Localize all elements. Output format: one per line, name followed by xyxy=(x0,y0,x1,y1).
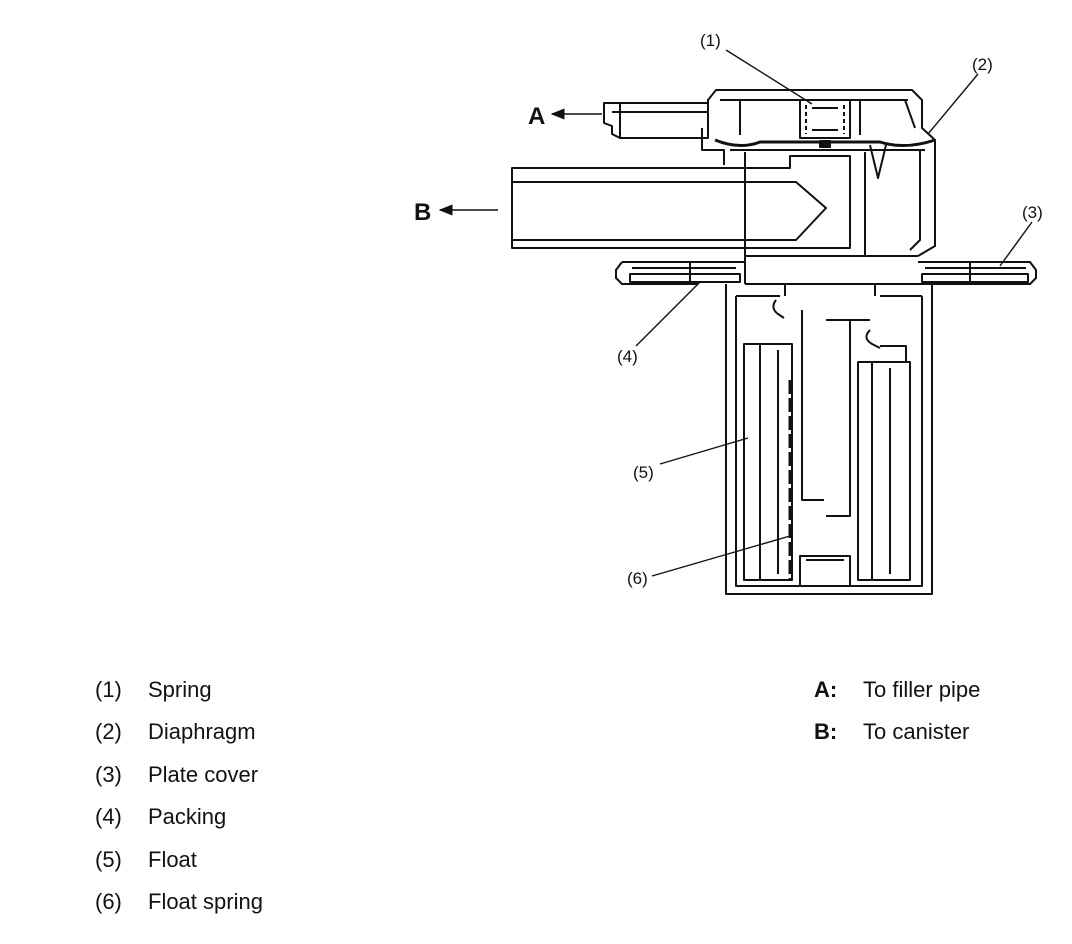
legend-text: Float spring xyxy=(148,889,263,914)
legend-number: (2) xyxy=(95,719,122,744)
legend-text: Float xyxy=(148,847,197,872)
filler-pipe-nozzle xyxy=(603,102,709,139)
legend-port-text: To canister xyxy=(863,719,970,744)
spring xyxy=(799,99,851,139)
legend-text: Diaphragm xyxy=(148,719,256,744)
float-chamber xyxy=(725,284,933,595)
leader-line-6 xyxy=(651,535,791,577)
plate-cover xyxy=(615,261,1037,285)
float xyxy=(743,310,911,581)
leader-line-1 xyxy=(725,49,813,105)
callout-label-2: (2) xyxy=(972,55,993,74)
float-spring xyxy=(788,380,851,587)
port-label-b: B xyxy=(414,199,431,226)
callout-label-4: (4) xyxy=(617,347,638,366)
port-label-a: A xyxy=(528,103,545,130)
leader-line-2 xyxy=(927,73,979,135)
legend-number: (1) xyxy=(95,677,122,702)
valve-body xyxy=(701,128,936,285)
legend-text: Spring xyxy=(148,677,212,702)
callout-label-3: (3) xyxy=(1022,203,1043,222)
leader-line-3 xyxy=(999,221,1033,267)
legend-text: Packing xyxy=(148,804,227,829)
packing xyxy=(629,273,1029,283)
canister-pipe-nozzle xyxy=(511,155,851,249)
diaphragm xyxy=(714,138,936,179)
legend-number: (4) xyxy=(95,804,122,829)
callout-label-5: (5) xyxy=(633,463,654,482)
legend-port-key: B: xyxy=(814,719,838,744)
callout-label-1: (1) xyxy=(700,31,721,50)
legend-number: (3) xyxy=(95,762,122,787)
legend-port-key: A: xyxy=(814,677,838,702)
legend-port-text: To filler pipe xyxy=(863,677,981,702)
legend-text: Plate cover xyxy=(148,762,259,787)
leader-line-4 xyxy=(635,281,701,347)
callout-label-6: (6) xyxy=(627,569,648,588)
legend-number: (5) xyxy=(95,847,122,872)
leader-line-5 xyxy=(659,437,749,465)
legend-number: (6) xyxy=(95,889,122,914)
